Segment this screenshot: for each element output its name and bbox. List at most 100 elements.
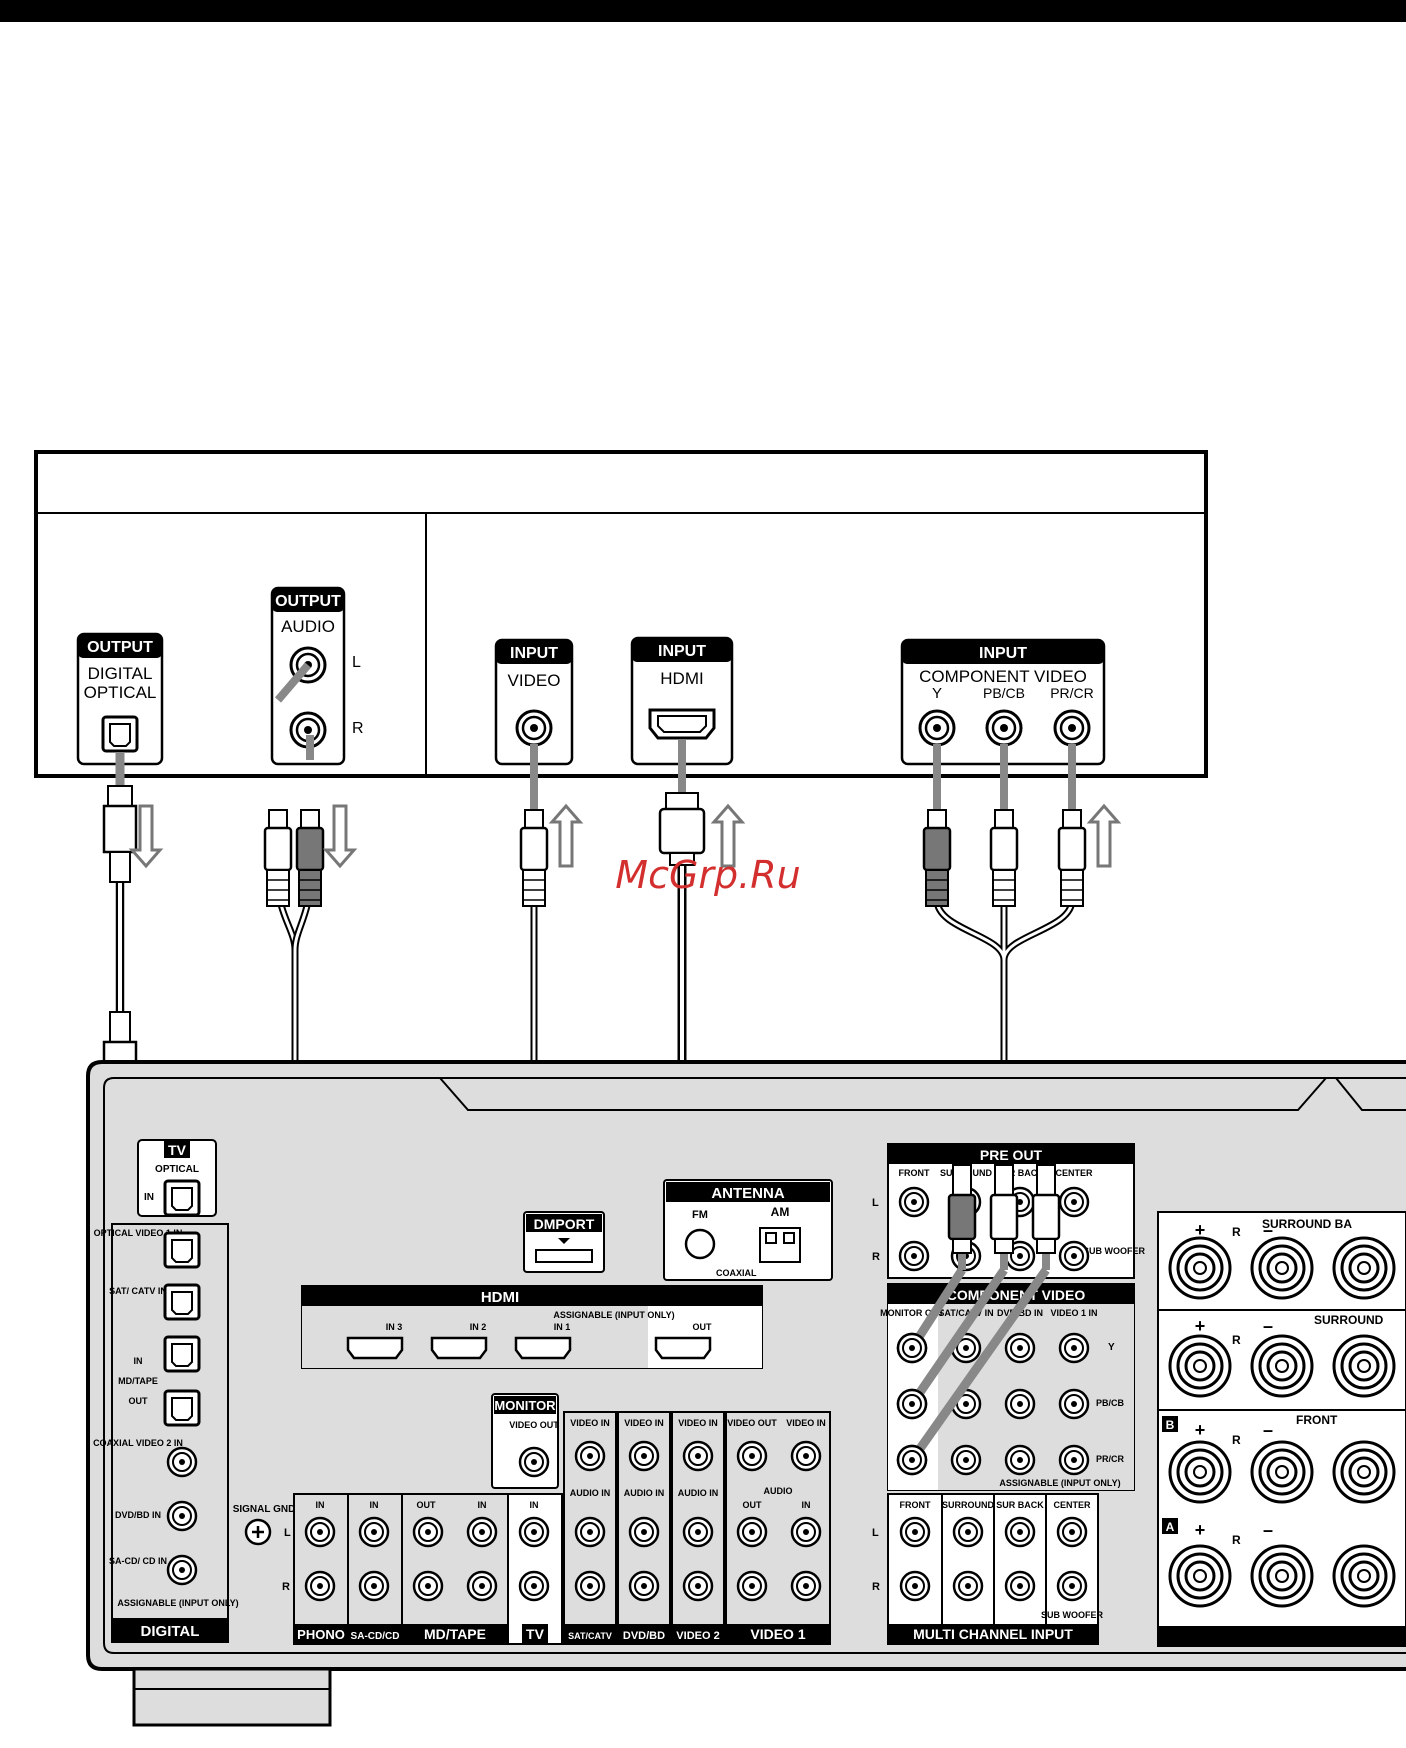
rx-md-out-l-jack-icon[interactable]: [412, 1516, 444, 1548]
tv-component-pb: PB/CB: [983, 685, 1025, 701]
dmport-socket-icon[interactable]: [535, 1249, 593, 1263]
rx-video1-audio-out-l-jack-icon[interactable]: [736, 1516, 768, 1548]
fm-antenna-jack-icon[interactable]: [684, 1228, 716, 1260]
rx-coaxial-video2-jack-icon[interactable]: [166, 1446, 198, 1478]
rx-optical-md-out-port-icon[interactable]: [163, 1389, 201, 1427]
tv-optical-port-icon[interactable]: [101, 715, 139, 753]
receiver-rear-panel: TV OPTICAL IN OPTICAL VIDEO 1 IN SAT/ CA…: [86, 1060, 1406, 1727]
rx-multich-front-l-jack-icon[interactable]: [899, 1516, 931, 1548]
speaker-terminal-icon[interactable]: [1250, 1544, 1314, 1608]
tv-audio-l-label: L: [352, 654, 361, 671]
rx-phono-in: IN: [316, 1500, 325, 1510]
rx-analog-inputs: IN IN OUT IN IN VIDEO IN VIDEO IN VIDEO …: [282, 1411, 831, 1645]
rx-sacd-r-jack-icon[interactable]: [358, 1570, 390, 1602]
rx-video2-video-jack-icon[interactable]: [682, 1440, 714, 1472]
rx-video2-audio-l-jack-icon[interactable]: [682, 1516, 714, 1548]
rx-phono-l-jack-icon[interactable]: [304, 1516, 336, 1548]
rx-preout-front-l-jack-icon[interactable]: [898, 1186, 930, 1218]
rx-dvd-video-jack-icon[interactable]: [628, 1440, 660, 1472]
rx-video1-audio-out-r-jack-icon[interactable]: [736, 1570, 768, 1602]
rx-component-video1-y-jack-icon[interactable]: [1058, 1332, 1090, 1364]
rx-tv-l-jack-icon[interactable]: [518, 1516, 550, 1548]
am-antenna-terminal-icon[interactable]: [759, 1227, 801, 1263]
rx-hdmi-in3-port-icon[interactable]: [346, 1336, 404, 1360]
rx-multich-surround-l-jack-icon[interactable]: [952, 1516, 984, 1548]
rx-multich-front: FRONT: [900, 1500, 931, 1510]
rx-sat-audio-r-jack-icon[interactable]: [574, 1570, 606, 1602]
tv-optical-header: OUTPUT: [87, 639, 153, 656]
rx-coaxial-sacd-jack-icon[interactable]: [166, 1554, 198, 1586]
speaker-terminal-icon[interactable]: [1332, 1334, 1396, 1398]
rx-video2-audio-r-jack-icon[interactable]: [682, 1570, 714, 1602]
rx-dvd-audio-r-jack-icon[interactable]: [628, 1570, 660, 1602]
rx-preout-center: CENTER: [1055, 1168, 1093, 1178]
rx-tv-r-jack-icon[interactable]: [518, 1570, 550, 1602]
rx-speaker-minus-3: –: [1263, 1420, 1273, 1440]
rx-component-dvd-pb-jack-icon[interactable]: [1004, 1388, 1036, 1420]
rx-component-sat-pr-jack-icon[interactable]: [950, 1444, 982, 1476]
tv-video-jack-icon[interactable]: [515, 709, 553, 747]
rx-tv-in: IN: [530, 1500, 539, 1510]
rx-optical-sat-port-icon[interactable]: [163, 1283, 201, 1321]
rx-multich-surback-l-jack-icon[interactable]: [1004, 1516, 1036, 1548]
tv-video-label: VIDEO: [508, 671, 561, 690]
rx-preout-center-jack-icon[interactable]: [1058, 1186, 1090, 1218]
tv-component-pb-jack-icon[interactable]: [985, 709, 1023, 747]
rx-hdmi-out-port-icon[interactable]: [654, 1336, 712, 1360]
rx-phono-r-jack-icon[interactable]: [304, 1570, 336, 1602]
rx-digital-md-out: OUT: [129, 1396, 149, 1406]
rx-hdmi-title: HDMI: [481, 1289, 519, 1306]
speaker-terminal-icon[interactable]: [1168, 1236, 1232, 1300]
rx-video1-audio-in-r-jack-icon[interactable]: [790, 1570, 822, 1602]
rx-multich-center-jack-icon[interactable]: [1056, 1516, 1088, 1548]
speaker-terminal-icon[interactable]: [1168, 1544, 1232, 1608]
rx-speaker-minus-1: –: [1263, 1220, 1273, 1240]
rx-md-in-l-jack-icon[interactable]: [466, 1516, 498, 1548]
rx-sat-video-jack-icon[interactable]: [574, 1440, 606, 1472]
rx-component-dvd-y-jack-icon[interactable]: [1004, 1332, 1036, 1364]
rx-preout-subwoofer-jack-icon[interactable]: [1058, 1240, 1090, 1272]
rx-antenna-title: ANTENNA: [711, 1185, 784, 1202]
tv-hdmi-port-icon[interactable]: [648, 708, 716, 740]
rx-multich-surround-r-jack-icon[interactable]: [952, 1570, 984, 1602]
rx-monitor-video-out-jack-icon[interactable]: [518, 1446, 550, 1478]
rx-multi-channel-input: FRONT SURROUND SUR BACK CENTER SUB WOOFE…: [872, 1197, 1103, 1645]
rx-optical-md-in-port-icon[interactable]: [163, 1335, 201, 1373]
rx-multich-front-r-jack-icon[interactable]: [899, 1570, 931, 1602]
rx-optical-video1-port-icon[interactable]: [163, 1231, 201, 1269]
rx-sacd-l-jack-icon[interactable]: [358, 1516, 390, 1548]
rx-coaxial-dvd-jack-icon[interactable]: [166, 1500, 198, 1532]
rx-video1-audio-in-l-jack-icon[interactable]: [790, 1516, 822, 1548]
tv-component-pr-jack-icon[interactable]: [1053, 709, 1091, 747]
rx-video1-video-out-jack-icon[interactable]: [736, 1440, 768, 1472]
rx-hdmi-in2-port-icon[interactable]: [430, 1336, 488, 1360]
rx-component-dvd-pr-jack-icon[interactable]: [1004, 1444, 1036, 1476]
speaker-terminal-icon[interactable]: [1250, 1236, 1314, 1300]
rx-sat-audio-l-jack-icon[interactable]: [574, 1516, 606, 1548]
rx-multich-l-label: L: [872, 1527, 879, 1539]
speaker-terminal-icon[interactable]: [1250, 1334, 1314, 1398]
rx-md-out-r-jack-icon[interactable]: [412, 1570, 444, 1602]
speaker-terminal-icon[interactable]: [1332, 1544, 1396, 1608]
rx-hdmi-in2: IN 2: [470, 1322, 487, 1332]
rx-multich-subwoofer-jack-icon[interactable]: [1056, 1570, 1088, 1602]
speaker-terminal-icon[interactable]: [1332, 1440, 1396, 1504]
rx-video1-video-in-jack-icon[interactable]: [790, 1440, 822, 1472]
rx-digital-optical-video1: OPTICAL VIDEO 1 IN: [94, 1228, 183, 1238]
rx-component-video1-pr-jack-icon[interactable]: [1058, 1444, 1090, 1476]
speaker-terminal-icon[interactable]: [1332, 1236, 1396, 1300]
rx-dvd-audio-l-jack-icon[interactable]: [628, 1516, 660, 1548]
signal-flow-arrow-icon: [1088, 804, 1120, 868]
rx-hdmi-in1-port-icon[interactable]: [514, 1336, 572, 1360]
rx-md-in-r-jack-icon[interactable]: [466, 1570, 498, 1602]
speaker-terminal-icon[interactable]: [1168, 1440, 1232, 1504]
rx-multich-surback-r-jack-icon[interactable]: [1004, 1570, 1036, 1602]
rx-preout-r-label: R: [872, 1251, 880, 1263]
rx-preout-front-r-jack-icon[interactable]: [898, 1240, 930, 1272]
rx-tv-optical-port-icon[interactable]: [163, 1179, 201, 1217]
speaker-terminal-icon[interactable]: [1250, 1440, 1314, 1504]
rx-dmport-label: DMPORT: [534, 1216, 595, 1232]
tv-component-y-jack-icon[interactable]: [918, 709, 956, 747]
speaker-terminal-icon[interactable]: [1168, 1334, 1232, 1398]
rx-component-video1-pb-jack-icon[interactable]: [1058, 1388, 1090, 1420]
